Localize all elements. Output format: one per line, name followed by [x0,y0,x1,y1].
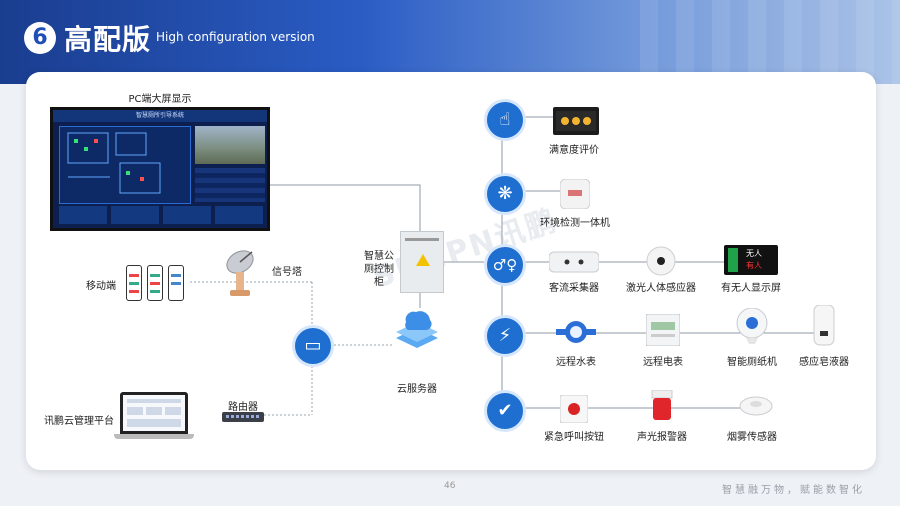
people-counter-label: 客流采集器 [549,283,599,294]
occupancy-free-text: 无人 [746,249,762,258]
shield-icon: ✔ [497,400,513,421]
laser-sensor-icon [646,246,676,276]
status-table [195,168,265,202]
laser-sensor-label: 激光人体感应器 [626,283,696,294]
paper-machine-label: 智能厕纸机 [727,357,777,368]
hub-monitor-circle: ▭ [292,325,334,367]
smoke-sensor-icon [739,396,773,416]
energy-circle: ⚡ [484,315,526,357]
cabinet-plate [405,238,439,241]
smoke-sensor-label: 烟雾传感器 [727,432,777,443]
cloud-server-label: 云服务器 [397,384,437,395]
section-number: 6 [24,22,56,54]
water-meter-label: 远程水表 [556,357,596,368]
occupancy-display-label: 有无人显示屏 [721,283,781,294]
evaluation-circle: ☝ [484,99,526,141]
cloud-server-icon [396,311,438,348]
env-detector-label: 环境检测一体机 [540,218,610,229]
platform-label: 讯鹏云管理平台 [44,416,114,427]
page-title: 高配版 [64,23,152,56]
monitor-icon: ▭ [304,335,322,356]
signal-tower-label: 信号塔 [272,267,302,278]
footer-slogan: 智慧融万物，赋能数智化 [722,485,865,496]
laptop-base [114,434,194,439]
occupancy-busy-text: 有人 [746,261,762,270]
control-cabinet [400,231,444,293]
stats-panel [59,206,265,224]
paper-machine-icon [736,308,768,344]
floor-plan-lines [67,132,161,194]
emergency-button-icon [560,395,588,423]
soap-dispenser-icon [813,305,835,346]
people-circle: ♂♀ [484,244,526,286]
laptop-screen [120,392,188,434]
monitor-title: 智慧厕所引导系统 [53,110,267,122]
header-decoration [640,0,900,84]
lightning-icon: ⚡ [498,325,512,346]
soap-dispenser-label: 感应皂液器 [799,357,849,368]
page-subtitle: High configuration version [156,30,315,44]
pc-monitor: 智慧厕所引导系统 [50,107,270,231]
restroom-photo [195,126,265,164]
people-counter-icon [549,251,599,273]
safety-circle: ✔ [484,390,526,432]
floor-plan [59,126,191,204]
environment-icon: ❋ [497,183,513,204]
occupancy-display-screen: 无人 有人 [724,245,778,275]
electric-meter-icon [646,314,680,346]
phone-1 [126,265,142,301]
laptop-dashboard [127,399,181,427]
mobile-label: 移动端 [86,281,116,292]
environment-circle: ❋ [484,173,526,215]
signal-tower-icon [226,250,254,296]
header-banner: 6 高配版 High configuration version [0,0,900,84]
phone-2 [147,265,163,301]
satisfaction-device-icon [553,107,599,135]
satisfaction-label: 满意度评价 [549,145,599,156]
water-meter-icon [556,321,596,343]
cabinet-label: 智慧公厕控制柜 [364,251,394,288]
page-number: 46 [444,481,456,491]
warning-icon [416,254,430,266]
emergency-button-label: 紧急呼叫按钮 [544,432,604,443]
pc-screen-label: PC端大屏显示 [128,94,192,105]
alarm-icon [651,390,673,420]
phone-3 [168,265,184,301]
alarm-label: 声光报警器 [637,432,687,443]
router-label: 路由器 [228,402,258,413]
restroom-sign-icon [728,248,738,272]
electric-meter-label: 远程电表 [643,357,683,368]
env-detector-icon [560,179,590,209]
router-icon [222,412,264,422]
touch-icon: ☝ [499,109,511,130]
people-icon: ♂♀ [492,256,518,274]
